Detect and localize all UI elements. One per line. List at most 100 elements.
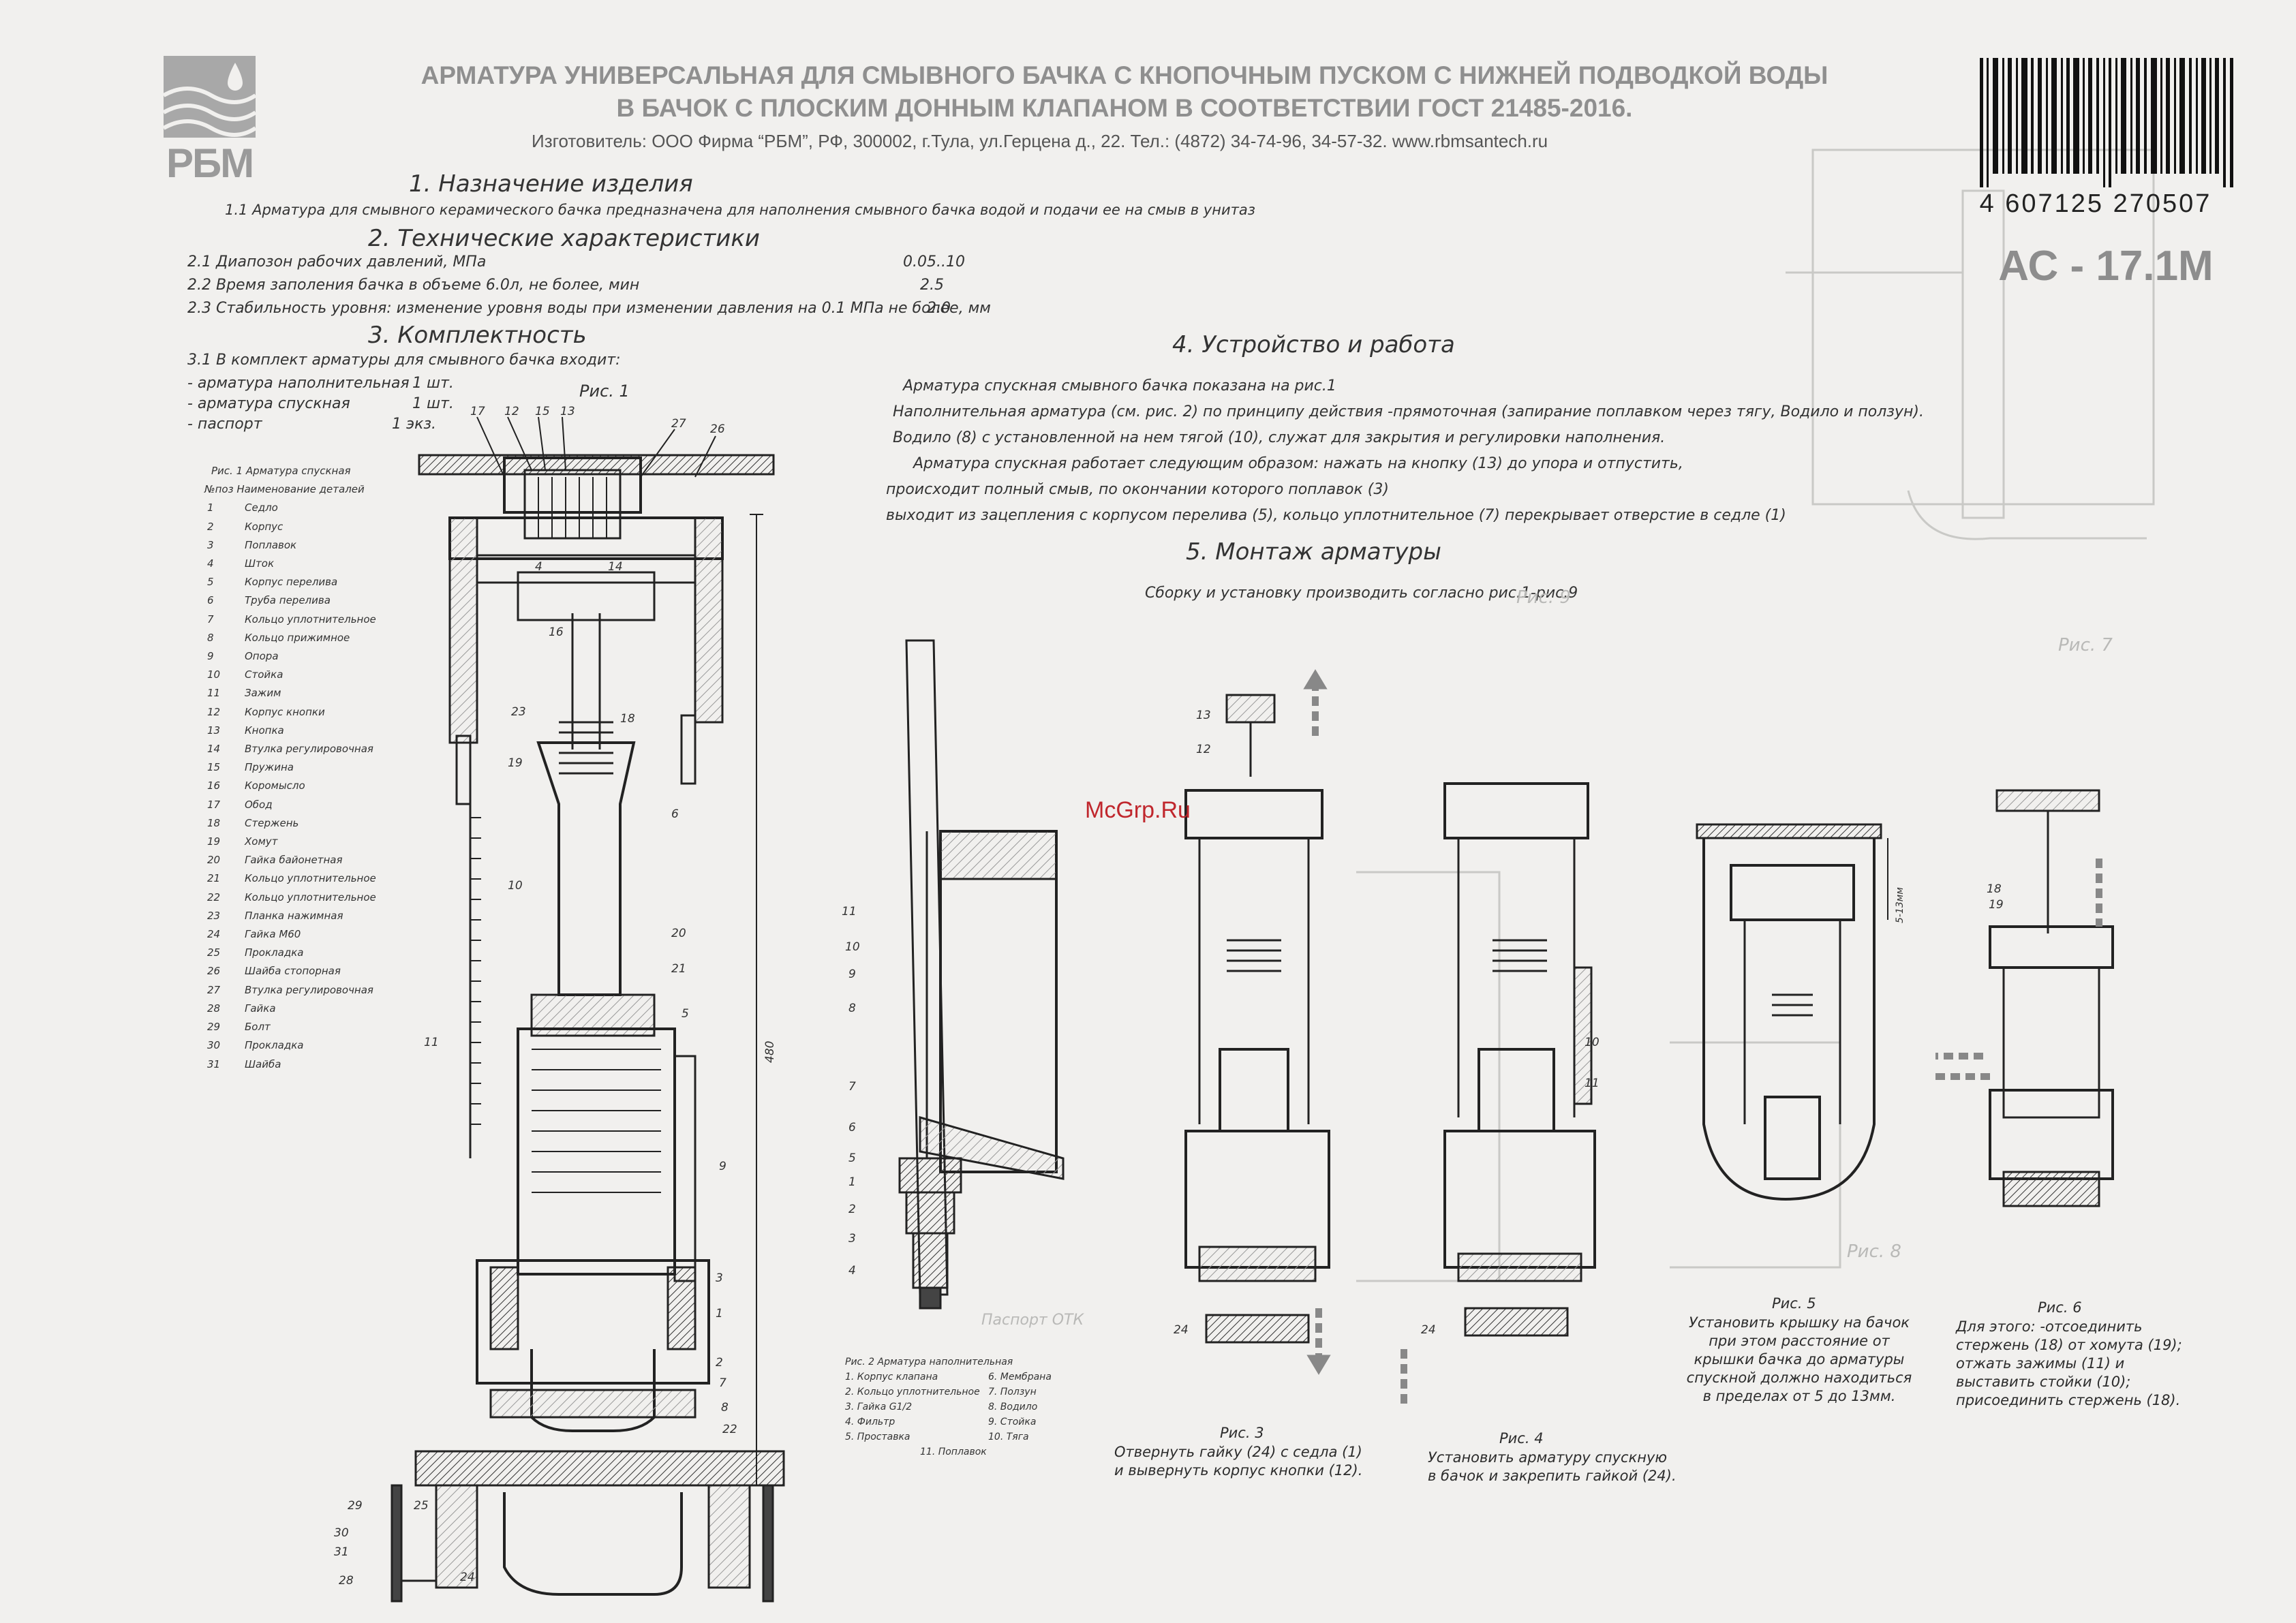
fig2-item: 6. Мембрана: [988, 1372, 1052, 1382]
fig5-caption: Установить крышку на бачок при этом расс…: [1686, 1314, 1912, 1404]
part-name: Седло: [245, 501, 278, 514]
callout: 23: [511, 705, 526, 719]
fig2-item: 5. Проставка: [845, 1432, 910, 1442]
callout: 30: [334, 1526, 349, 1540]
section4-line: Арматура спускная работает следующим обр…: [913, 455, 1683, 472]
callout: 1: [848, 1175, 856, 1189]
bleed-passport: Паспорт ОТК: [981, 1312, 1084, 1329]
callout: 5: [848, 1151, 856, 1165]
part-number: 4: [207, 557, 214, 570]
callout: 29: [348, 1499, 363, 1513]
part-number: 5: [207, 576, 214, 589]
callout: 8: [721, 1401, 729, 1415]
part-name: Кольцо прижимное: [245, 631, 350, 644]
part-number: 9: [207, 650, 214, 663]
spec-row: 2.1 Диапозон рабочих давлений, МПа 0.05.…: [187, 253, 992, 277]
fig2-item: 1. Корпус клапана: [845, 1372, 938, 1382]
callout: 6: [671, 807, 679, 821]
document-title-line2: В БАЧОК С ПЛОСКИМ ДОННЫМ КЛАПАНОМ В СООТ…: [616, 94, 1633, 122]
callout: 26: [710, 422, 725, 436]
section2-specs: 2.1 Диапозон рабочих давлений, МПа 0.05.…: [187, 253, 992, 323]
fig2-item: 11. Поплавок: [920, 1447, 987, 1457]
part-name: Стойка: [245, 668, 284, 681]
callout: 9: [719, 1160, 726, 1173]
callout: 11: [1585, 1077, 1599, 1090]
fig2-item: 2. Кольцо уплотнительное: [845, 1387, 980, 1397]
part-number: 17: [207, 798, 221, 811]
fig2-item: 10. Тяга: [988, 1432, 1029, 1442]
callout: 10: [508, 879, 523, 893]
callout: 3: [716, 1271, 723, 1285]
callout: 22: [722, 1423, 737, 1436]
fig4-label: Рис. 4: [1499, 1430, 1544, 1447]
section4-line: происходит полный смыв, по окончании кот…: [886, 481, 1389, 498]
spec-label: 2.3 Стабильность уровня: изменение уровн…: [187, 300, 991, 317]
part-name: Корпус: [245, 520, 284, 533]
callout: 13: [560, 405, 575, 418]
logo-text: РБМ: [166, 140, 254, 186]
kit-item: - арматура наполнительная 1 шт.: [187, 375, 528, 395]
spec-value: 2.0: [927, 300, 951, 317]
spec-label: 2.2 Время заполения бачка в объеме 6.0л,…: [187, 277, 640, 294]
fig2-parts-table: Рис. 2 Арматура наполнительная 1. Корпус…: [845, 1355, 1118, 1459]
section4-line: Наполнительная арматура (см. рис. 2) по …: [893, 403, 1924, 420]
fig4-drawing: [1400, 782, 1596, 1404]
callout: 11: [842, 905, 857, 918]
section3-title: 3. Комплектность: [368, 322, 587, 349]
callout: 13: [1196, 709, 1211, 722]
part-number: 27: [207, 983, 221, 996]
callout: 12: [1196, 743, 1211, 756]
kit-item-name: - арматура спускная: [187, 395, 350, 412]
callout: 15: [535, 405, 550, 418]
section3-list: - арматура наполнительная 1 шт. - армату…: [187, 375, 528, 436]
spec-value: 0.05..10: [903, 253, 965, 270]
part-name: Шайба: [245, 1057, 281, 1070]
fig3-drawing: [1184, 669, 1331, 1375]
part-name: Стержень: [245, 816, 299, 829]
part-number: 3: [207, 538, 214, 551]
fig1-parts-table: Рис. 1 Арматура спускная №поз Наименован…: [204, 462, 409, 1074]
section1-text: 1.1 Арматура для смывного керамического …: [225, 202, 1255, 218]
callout: 6: [848, 1121, 856, 1134]
part-row: 7 Кольцо уплотнительное: [204, 610, 409, 629]
part-name: Гайка М60: [245, 928, 301, 941]
parts-table-title: Рис. 1 Арматура спускная: [211, 465, 351, 477]
part-number: 25: [207, 946, 221, 959]
model-number: АС - 17.1М: [1998, 243, 2214, 290]
part-name: Коромысло: [245, 779, 305, 792]
part-name: Гайка: [245, 1002, 276, 1015]
section1-title: 1. Назначение изделия: [409, 170, 693, 198]
part-name: Труба перелива: [245, 594, 331, 607]
part-number: 22: [207, 891, 221, 903]
part-name: Кольцо уплотнительное: [245, 613, 376, 625]
kit-item-qty: 1 экз.: [392, 416, 437, 433]
part-number: 28: [207, 1002, 221, 1015]
logo: РБМ: [164, 140, 256, 187]
callout: 24: [1421, 1323, 1436, 1337]
part-number: 15: [207, 761, 221, 774]
callout: 9: [848, 968, 856, 981]
callout: 17: [470, 405, 485, 418]
part-number: 7: [207, 613, 214, 625]
spec-row: 2.3 Стабильность уровня: изменение уровн…: [187, 300, 992, 323]
section5-title: 5. Монтаж арматуры: [1186, 538, 1441, 566]
callout: 25: [414, 1499, 429, 1513]
fig6-label: Рис. 6: [2038, 1299, 2082, 1316]
callout: 14: [608, 560, 623, 574]
callout: 8: [848, 1002, 856, 1015]
fig6-caption: Для этого: -отсоединить стержень (18) от…: [1956, 1318, 2182, 1408]
fig2-col: 6. Мембрана 7. Ползун 8. Водило 9. Стойк…: [988, 1370, 1118, 1444]
